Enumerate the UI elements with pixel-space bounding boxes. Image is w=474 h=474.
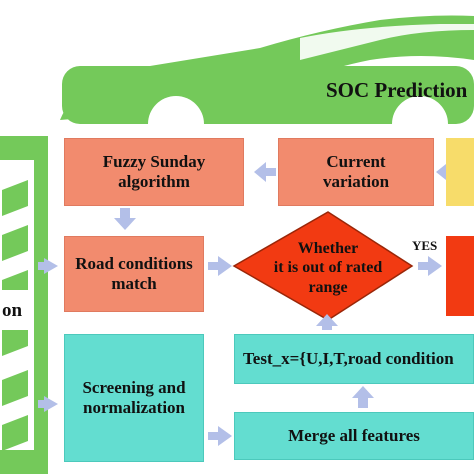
decision-text: Whether it is out of rated range [273, 240, 383, 296]
merge-features-box: Merge all features [234, 412, 474, 460]
arrow-road-to-left [38, 258, 58, 274]
screening-box: Screening and normalization [64, 334, 204, 462]
battery-stripe-2 [2, 225, 28, 261]
red-box-partial [446, 236, 474, 316]
yellow-box-partial [446, 138, 474, 206]
left-label-bg [0, 290, 30, 330]
test-x-box: Test_x={U,I,T,road condition [234, 334, 474, 384]
battery-stripe-5 [2, 370, 28, 406]
arrow-screening-to-merge [208, 426, 232, 446]
car-window [300, 24, 474, 60]
battery-stripe-6 [2, 415, 28, 451]
arrow-decision-to-red [418, 256, 442, 276]
battery-stripe-1 [2, 180, 28, 216]
current-variation-box: Current variation [278, 138, 434, 206]
arrow-current-to-fuzzy [254, 162, 276, 182]
arrow-fuzzy-to-road [114, 208, 136, 230]
left-partial-label: on [2, 300, 23, 321]
arrow-merge-to-test [352, 386, 374, 408]
fuzzy-sunday-box: Fuzzy Sunday algorithm [64, 138, 244, 206]
road-conditions-box: Road conditions match [64, 236, 204, 312]
page-title: SOC Prediction [326, 78, 468, 102]
arrow-screening-to-left [38, 396, 58, 412]
yes-label: YES [412, 238, 438, 253]
arrow-test-to-decision [316, 314, 338, 330]
arrow-yellow-to-current [436, 164, 446, 180]
arrow-road-to-decision [208, 256, 232, 276]
